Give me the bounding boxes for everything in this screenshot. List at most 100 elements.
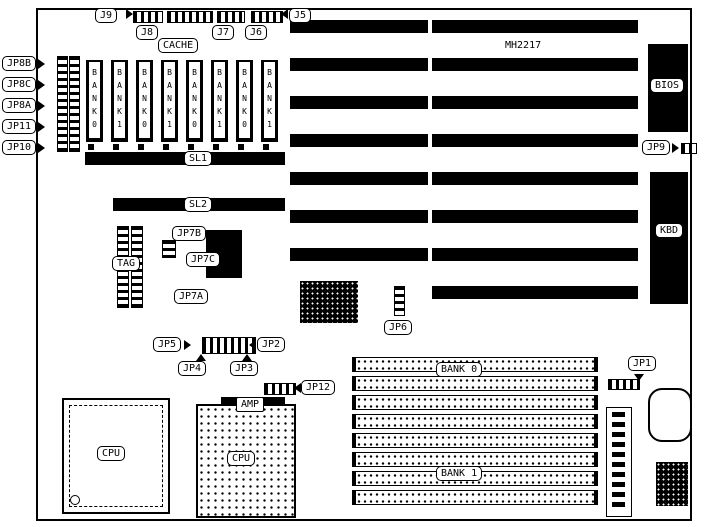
callout-arrow xyxy=(38,143,45,153)
callout-arrow xyxy=(126,9,133,19)
jumper-label-jp7b: JP7B xyxy=(172,226,207,241)
expansion-slot-bar xyxy=(290,96,428,109)
simm-slot-label: BANK0 xyxy=(239,62,250,138)
jumper-label-jp1: JP1 xyxy=(628,356,657,371)
cpu-pga-socket xyxy=(196,404,296,518)
expansion-slot-bar xyxy=(432,172,638,185)
simm-slot-vertical: BANK0 xyxy=(136,60,153,142)
jumper-label-jp4: JP4 xyxy=(178,361,207,376)
bank1-label: BANK 1 xyxy=(436,466,483,481)
expansion-slot-bar xyxy=(290,58,428,71)
jumper-label-jp12: JP12 xyxy=(301,380,336,395)
callout-arrow xyxy=(38,80,45,90)
simm-slot-vertical: BANK1 xyxy=(211,60,228,142)
pin1-mark xyxy=(70,495,80,505)
simm-slot-vertical: BANK1 xyxy=(161,60,178,142)
callout-arrow xyxy=(184,340,191,350)
amp-label: AMP xyxy=(236,397,265,412)
power-connector-pins xyxy=(612,412,625,511)
bios-label: BIOS xyxy=(650,78,685,93)
jumper-label-jp7c: JP7C xyxy=(186,252,221,267)
slot-label-sl2: SL2 xyxy=(184,197,213,212)
simm-slot-horizontal xyxy=(352,395,598,410)
bank0-label: BANK 0 xyxy=(436,362,483,377)
part-number: MH2217 xyxy=(505,40,542,51)
callout-arrow xyxy=(38,122,45,132)
jumper-jp12-pins xyxy=(264,383,296,395)
jumper-jp1-pins xyxy=(608,379,640,390)
expansion-slot-bar xyxy=(290,20,428,33)
callout-arrow xyxy=(249,340,256,350)
expansion-slot-bar xyxy=(290,210,428,223)
expansion-slot-bar xyxy=(432,210,638,223)
simm-slot-vertical: BANK0 xyxy=(86,60,103,142)
jumper-pin-strip xyxy=(69,56,80,152)
callout-arrow xyxy=(38,101,45,111)
expansion-slot-bar xyxy=(290,134,428,147)
slot-pin-ticks xyxy=(88,144,278,150)
jumper-label-jp10: JP10 xyxy=(2,140,37,155)
expansion-slot-bar xyxy=(432,58,638,71)
jumper-jp9-pins xyxy=(681,143,697,154)
jumper-jp6-pins xyxy=(394,286,405,316)
expansion-slot-bar xyxy=(432,248,638,261)
jumper-label-jp11: JP11 xyxy=(2,119,37,134)
connector-j9 xyxy=(133,11,163,23)
jumper-label-jp9: JP9 xyxy=(642,140,671,155)
jumper-label-jp8c: JP8C xyxy=(2,77,37,92)
expansion-slot-bar xyxy=(432,286,638,299)
jumper-label-jp8b: JP8B xyxy=(2,56,37,71)
expansion-slot-bar xyxy=(432,96,638,109)
simm-slot-vertical: BANK1 xyxy=(261,60,278,142)
jumper-label-j5: J5 xyxy=(289,8,312,23)
callout-arrow xyxy=(281,9,288,19)
simm-slot-vertical: BANK0 xyxy=(236,60,253,142)
jumper-label-j8: J8 xyxy=(136,25,159,40)
simm-slot-vertical: BANK1 xyxy=(111,60,128,142)
callout-arrow xyxy=(196,354,206,361)
jumper-jp7-pins xyxy=(162,240,176,258)
simm-slot-label: BANK1 xyxy=(264,62,275,138)
slot-label-sl1: SL1 xyxy=(184,151,213,166)
power-connector xyxy=(606,407,632,517)
simm-slot-horizontal xyxy=(352,433,598,448)
chipset-chip xyxy=(300,281,358,323)
callout-arrow xyxy=(294,383,301,393)
simm-slot-label: BANK1 xyxy=(214,62,225,138)
callout-arrow xyxy=(634,374,644,381)
expansion-slot-bar xyxy=(290,172,428,185)
expansion-slot-bar xyxy=(290,248,428,261)
simm-slot-horizontal xyxy=(352,452,598,467)
io-chip xyxy=(656,462,688,506)
simm-slot-horizontal xyxy=(352,376,598,391)
simm-slot-label: BANK1 xyxy=(114,62,125,138)
cpu-left-label: CPU xyxy=(97,446,126,461)
simm-slot-label: BANK0 xyxy=(139,62,150,138)
jumper-label-j7: J7 xyxy=(212,25,235,40)
simm-slot-label: BANK0 xyxy=(89,62,100,138)
jumper-label-j9: J9 xyxy=(95,8,118,23)
jumper-block-pins xyxy=(202,337,256,354)
jumper-label-jp6: JP6 xyxy=(384,320,413,335)
simm-slot-horizontal xyxy=(352,490,598,505)
simm-slot-horizontal xyxy=(352,414,598,429)
simm-slot-label: BANK1 xyxy=(164,62,175,138)
expansion-slot-bar xyxy=(432,134,638,147)
connector-j7 xyxy=(217,11,245,23)
connector-j8 xyxy=(167,11,213,23)
callout-arrow xyxy=(242,354,252,361)
kbd-label: KBD xyxy=(655,223,684,238)
jumper-label-jp7a: JP7A xyxy=(174,289,209,304)
cpu-right-label: CPU xyxy=(227,451,256,466)
tag-label: TAG xyxy=(112,256,141,271)
simm-slot-vertical: BANK0 xyxy=(186,60,203,142)
cpu-pin-ring xyxy=(69,405,163,507)
jumper-pin-strip xyxy=(57,56,68,152)
cpu-qfp-chip xyxy=(62,398,170,514)
simm-slot-label: BANK0 xyxy=(189,62,200,138)
jumper-label-jp2: JP2 xyxy=(257,337,286,352)
callout-arrow xyxy=(38,59,45,69)
cache-label: CACHE xyxy=(158,38,199,53)
jumper-label-jp3: JP3 xyxy=(230,361,259,376)
